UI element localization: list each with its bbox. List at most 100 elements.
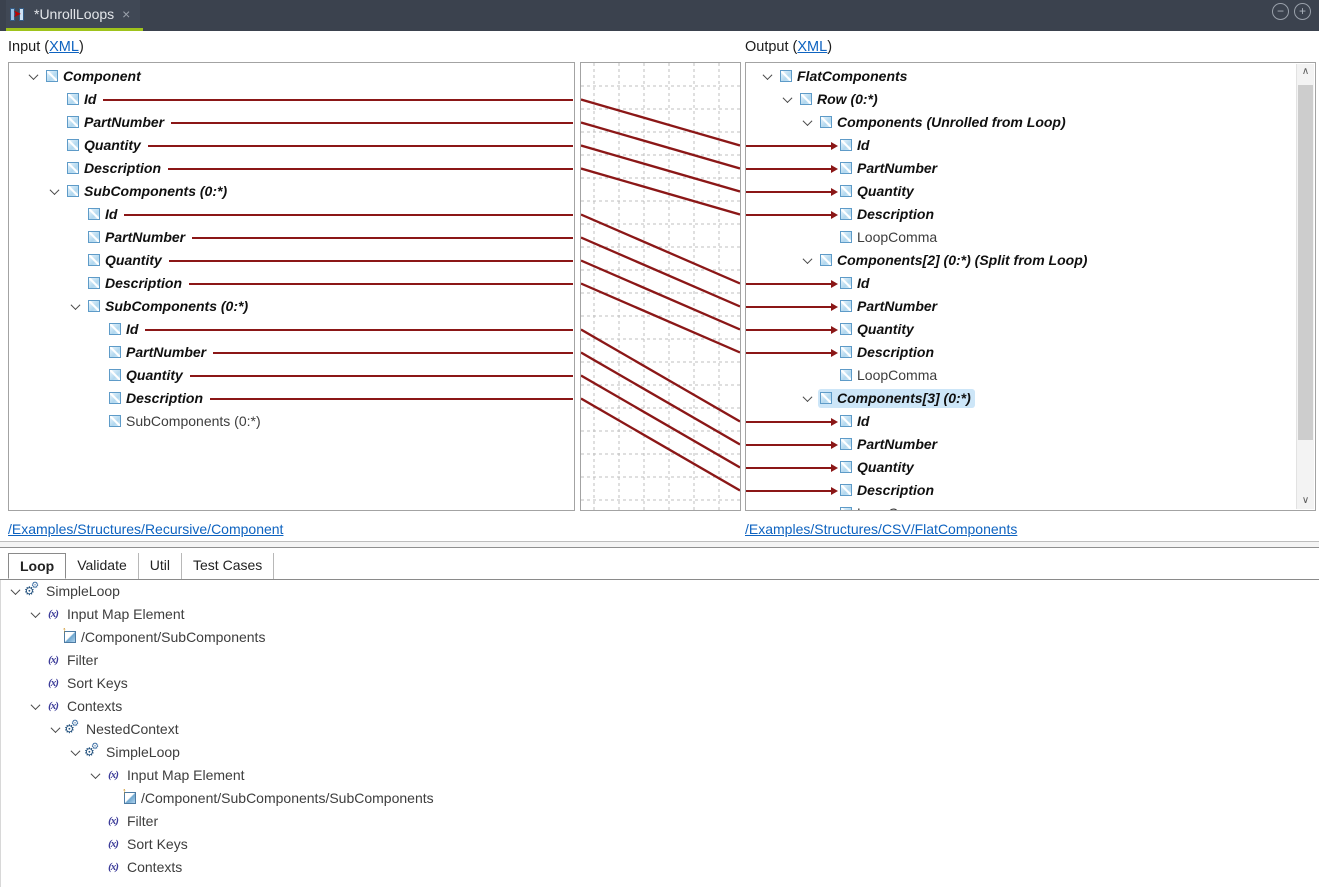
- input-tree-row-body[interactable]: Component: [44, 67, 145, 86]
- input-tree-row-body[interactable]: SubComponents (0:*): [65, 182, 231, 201]
- input-tree-row-body[interactable]: Id: [65, 90, 100, 109]
- input-tree-row[interactable]: PartNumber: [9, 111, 573, 134]
- input-tree-row-body[interactable]: Id: [86, 205, 121, 224]
- input-tree-row[interactable]: SubComponents (0:*): [9, 295, 573, 318]
- horizontal-splitter[interactable]: [0, 541, 1319, 548]
- input-tree-row[interactable]: SubComponents (0:*): [9, 180, 573, 203]
- input-tree-row-body[interactable]: Description: [107, 389, 207, 408]
- loop-tree-row-body[interactable]: (x)Input Map Element: [102, 766, 249, 785]
- input-tree-row[interactable]: Component: [9, 65, 573, 88]
- output-tree-row[interactable]: Description: [746, 341, 1314, 364]
- chevron-down-icon[interactable]: [43, 185, 65, 196]
- input-tree-row[interactable]: Id: [9, 318, 573, 341]
- input-tree-row[interactable]: Id: [9, 203, 573, 226]
- scroll-up-icon[interactable]: ∧: [1301, 66, 1310, 77]
- chevron-down-icon[interactable]: [29, 700, 42, 711]
- chevron-down-icon[interactable]: [22, 70, 44, 81]
- output-tree-row[interactable]: Id: [746, 410, 1314, 433]
- input-tree-row-body[interactable]: PartNumber: [107, 343, 210, 362]
- output-tree-row[interactable]: Id: [746, 134, 1314, 157]
- input-tree-row[interactable]: Description: [9, 272, 573, 295]
- loop-tree-row[interactable]: (x)Input Map Element: [1, 764, 249, 787]
- input-tree-row-body[interactable]: SubComponents (0:*): [86, 297, 252, 316]
- zoom-in-button[interactable]: +: [1294, 3, 1311, 20]
- output-tree-row-body[interactable]: PartNumber: [838, 297, 941, 316]
- chevron-down-icon[interactable]: [796, 254, 818, 265]
- loop-tree-row[interactable]: ↑/Component/SubComponents: [1, 625, 269, 649]
- output-tree-row[interactable]: LoopComma: [746, 364, 1314, 387]
- output-tree-row-body[interactable]: Components (Unrolled from Loop): [818, 113, 1070, 132]
- close-tab-icon[interactable]: ×: [122, 6, 131, 22]
- tab-validate[interactable]: Validate: [66, 553, 139, 579]
- output-tree-row[interactable]: PartNumber: [746, 157, 1314, 180]
- output-tree-row-body[interactable]: Id: [838, 412, 873, 431]
- loop-tree-row-body[interactable]: ↑/Component/SubComponents/SubComponents: [122, 786, 438, 808]
- input-tree-row-body[interactable]: Description: [86, 274, 186, 293]
- output-tree-row-body[interactable]: Description: [838, 205, 938, 224]
- chevron-down-icon[interactable]: [796, 392, 818, 403]
- loop-tree-row[interactable]: ⚙⚙SimpleLoop: [1, 580, 124, 603]
- chevron-down-icon[interactable]: [49, 723, 62, 734]
- output-tree-row[interactable]: Description: [746, 203, 1314, 226]
- input-tree-row[interactable]: Quantity: [9, 249, 573, 272]
- output-tree-row[interactable]: LoopComma: [746, 502, 1314, 510]
- loop-tree-row[interactable]: (x)Sort Keys: [1, 833, 192, 856]
- output-tree-row[interactable]: Id: [746, 272, 1314, 295]
- input-tree-row-body[interactable]: Description: [65, 159, 165, 178]
- loop-tree-row[interactable]: ⚙⚙NestedContext: [1, 718, 183, 741]
- output-tree-row[interactable]: Quantity: [746, 180, 1314, 203]
- output-tree-row[interactable]: Description: [746, 479, 1314, 502]
- scroll-down-icon[interactable]: ∨: [1301, 495, 1310, 506]
- chevron-down-icon[interactable]: [89, 769, 102, 780]
- input-tree-row[interactable]: Id: [9, 88, 573, 111]
- chevron-down-icon[interactable]: [29, 608, 42, 619]
- scrollbar-thumb[interactable]: [1298, 85, 1313, 440]
- input-tree-row-body[interactable]: Quantity: [86, 251, 166, 270]
- loop-tree-row[interactable]: (x)Input Map Element: [1, 603, 189, 626]
- loop-tree-row[interactable]: ⚙⚙SimpleLoop: [1, 741, 184, 764]
- input-tree-row[interactable]: PartNumber: [9, 226, 573, 249]
- chevron-down-icon[interactable]: [796, 116, 818, 127]
- loop-tree-row-body[interactable]: ⚙⚙SimpleLoop: [22, 581, 124, 601]
- input-tree-row-body[interactable]: PartNumber: [65, 113, 168, 132]
- input-tree-row-body[interactable]: SubComponents (0:*): [107, 412, 265, 431]
- loop-tree-row-body[interactable]: (x)Filter: [102, 812, 162, 831]
- output-tree-row-selected-body[interactable]: Components[3] (0:*): [818, 389, 975, 408]
- tab-loop[interactable]: Loop: [8, 553, 67, 579]
- input-tree-row[interactable]: Quantity: [9, 134, 573, 157]
- loop-tree-row-body[interactable]: ⚙⚙SimpleLoop: [82, 742, 184, 762]
- loop-tree-row[interactable]: (x)Contexts: [1, 856, 186, 879]
- output-tree-row-body[interactable]: Quantity: [838, 320, 918, 339]
- output-tree-row-body[interactable]: Row (0:*): [798, 90, 882, 109]
- input-tree-row[interactable]: Description: [9, 157, 573, 180]
- output-tree-row-body[interactable]: LoopComma: [838, 504, 941, 510]
- input-tree-row-body[interactable]: Quantity: [107, 366, 187, 385]
- output-xml-link[interactable]: XML: [797, 39, 828, 55]
- tab-test-cases[interactable]: Test Cases: [182, 553, 275, 579]
- chevron-down-icon[interactable]: [756, 70, 778, 81]
- loop-tree-row[interactable]: (x)Contexts: [1, 695, 126, 718]
- chevron-down-icon[interactable]: [776, 93, 798, 104]
- input-xml-link[interactable]: XML: [49, 39, 79, 55]
- zoom-out-button[interactable]: −: [1272, 3, 1289, 20]
- input-tree-row-body[interactable]: Quantity: [65, 136, 145, 155]
- input-tree-row-body[interactable]: Id: [107, 320, 142, 339]
- output-tree-row-body[interactable]: Description: [838, 343, 938, 362]
- loop-tree-row-body[interactable]: (x)Sort Keys: [42, 674, 132, 693]
- loop-tree-row-body[interactable]: ↑/Component/SubComponents: [62, 625, 269, 647]
- output-tree-row[interactable]: Row (0:*): [746, 88, 1314, 111]
- output-tree-row-body[interactable]: Quantity: [838, 458, 918, 477]
- input-tree-row[interactable]: Quantity: [9, 364, 573, 387]
- document-tab[interactable]: ➤ *UnrollLoops ×: [6, 0, 141, 28]
- input-structure-link[interactable]: /Examples/Structures/Recursive/Component: [8, 521, 284, 537]
- output-tree-row[interactable]: PartNumber: [746, 295, 1314, 318]
- chevron-down-icon[interactable]: [9, 585, 22, 596]
- loop-tree-row[interactable]: (x)Filter: [1, 649, 102, 672]
- output-tree-row-body[interactable]: Quantity: [838, 182, 918, 201]
- output-tree-row[interactable]: Components (Unrolled from Loop): [746, 111, 1314, 134]
- output-tree-row-body[interactable]: LoopComma: [838, 228, 941, 247]
- loop-tree-row-body[interactable]: ⚙⚙NestedContext: [62, 719, 183, 739]
- loop-tree-row-body[interactable]: (x)Sort Keys: [102, 835, 192, 854]
- output-tree-row-body[interactable]: LoopComma: [838, 366, 941, 385]
- output-tree-row[interactable]: Components[3] (0:*): [746, 387, 1314, 410]
